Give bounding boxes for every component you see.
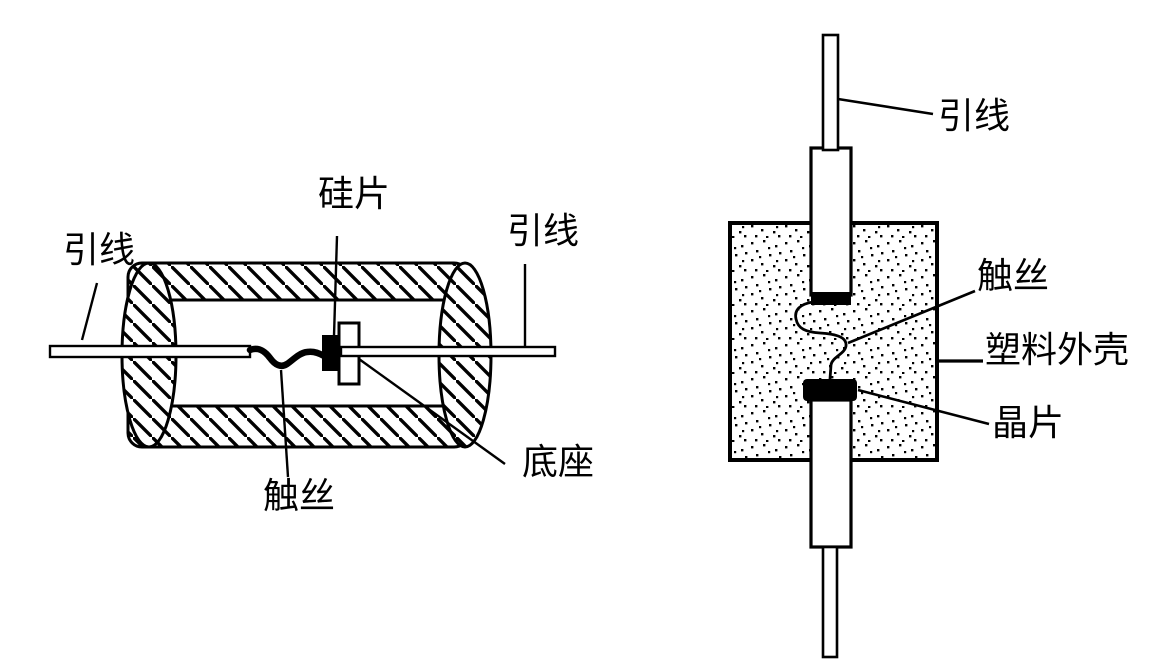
leader-base	[358, 358, 506, 465]
crystal-chip	[803, 379, 857, 401]
label-crystal-chip: 晶片	[992, 402, 1064, 443]
silicon-chip	[322, 335, 338, 371]
leader-lead	[837, 97, 934, 116]
leader-lead-left	[80, 282, 99, 341]
left-lead-wire	[48, 344, 252, 359]
label-whisker: 触丝	[263, 475, 335, 516]
label-whisker: 触丝	[977, 255, 1049, 296]
left-diagram-point-contact-diode: 引线 硅片 引线 触丝 底座	[48, 173, 594, 516]
contact-whisker-wire	[794, 300, 848, 381]
upper-contact-band	[811, 292, 851, 305]
label-lead-left: 引线	[63, 229, 135, 270]
bottom-lead-wire	[821, 545, 839, 659]
top-lead-wire	[821, 33, 840, 152]
right-diagram-plastic-diode: 引线 触丝 塑料外壳 晶片	[728, 33, 1129, 659]
leader-silicon-chip	[332, 235, 339, 337]
leader-whisker	[847, 289, 976, 345]
contact-whisker-wire	[246, 345, 328, 369]
leader-whisker	[279, 369, 290, 478]
label-silicon-chip: 硅片	[318, 173, 390, 214]
label-plastic-case: 塑料外壳	[985, 329, 1129, 370]
lower-electrode-post	[809, 398, 853, 549]
upper-electrode-post	[809, 146, 853, 297]
label-base: 底座	[522, 441, 594, 482]
leader-crystal-chip	[857, 388, 990, 426]
right-lead-wire	[339, 345, 557, 358]
label-lead: 引线	[938, 95, 1010, 136]
label-lead-right: 引线	[507, 210, 579, 251]
